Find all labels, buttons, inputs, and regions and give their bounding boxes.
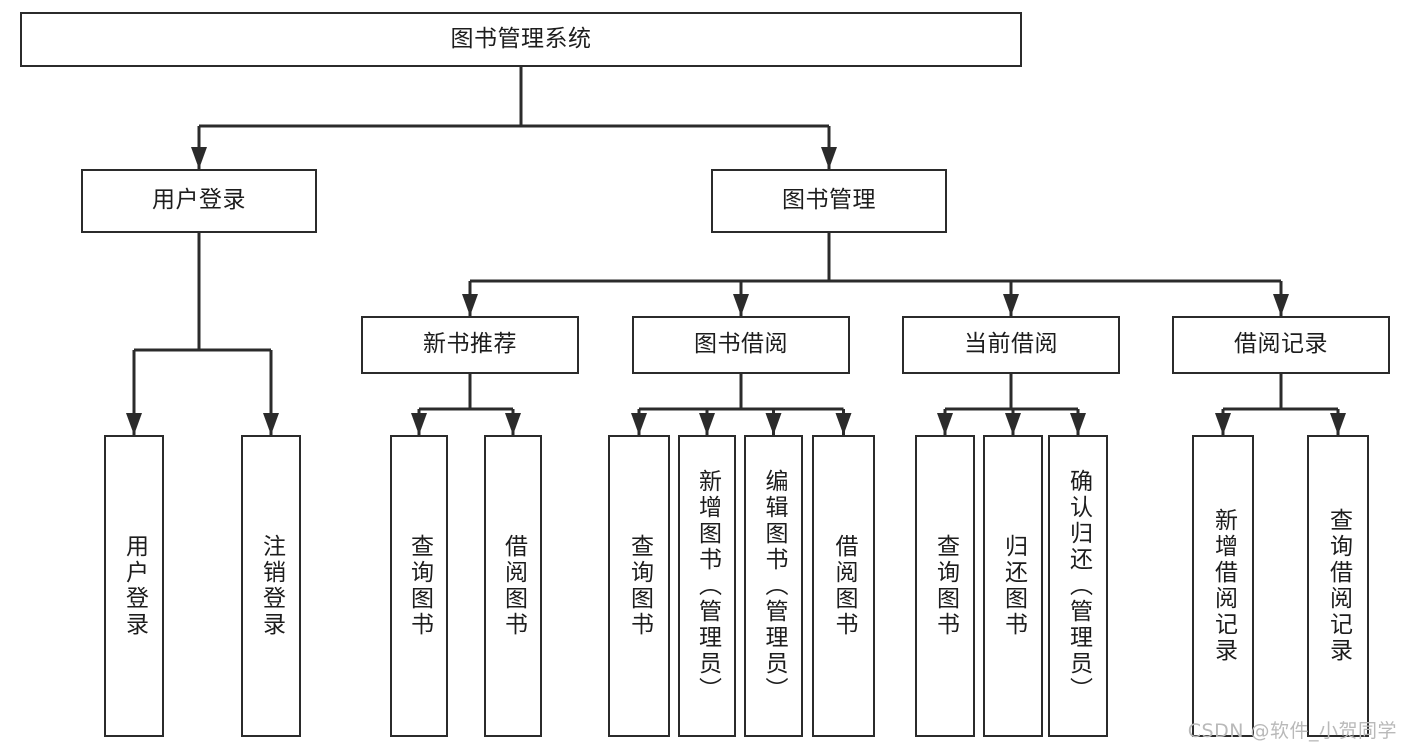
node-label-rec-query: 查询借阅记录 bbox=[1325, 508, 1352, 664]
node-label-cur-query: 查询图书 bbox=[932, 534, 959, 638]
arrowhead-icon-cur-query bbox=[937, 413, 953, 435]
arrowhead-icon-br-query bbox=[631, 413, 647, 435]
node-br-query[interactable]: 查询图书 bbox=[608, 435, 670, 737]
node-current[interactable]: 当前借阅 bbox=[902, 316, 1120, 374]
arrowhead-icon-rec-query bbox=[1330, 413, 1346, 435]
arrowhead-icon-new-borrow bbox=[505, 413, 521, 435]
node-records[interactable]: 借阅记录 bbox=[1172, 316, 1390, 374]
node-br-add[interactable]: 新增图书（管理员） bbox=[678, 435, 736, 737]
arrowhead-icon-new-query bbox=[411, 413, 427, 435]
node-new-query[interactable]: 查询图书 bbox=[390, 435, 448, 737]
arrowhead-icon-br-add bbox=[699, 413, 715, 435]
node-label-records: 借阅记录 bbox=[1234, 331, 1328, 358]
node-login[interactable]: 用户登录 bbox=[81, 169, 317, 233]
arrowhead-icon-login bbox=[191, 147, 207, 169]
node-label-borrow: 图书借阅 bbox=[694, 331, 788, 358]
node-cur-query[interactable]: 查询图书 bbox=[915, 435, 975, 737]
arrowhead-icon-current bbox=[1003, 294, 1019, 316]
node-label-new-query: 查询图书 bbox=[406, 534, 433, 638]
node-label-br-query: 查询图书 bbox=[626, 534, 653, 638]
node-root[interactable]: 图书管理系统 bbox=[20, 12, 1022, 67]
node-label-new-borrow: 借阅图书 bbox=[500, 534, 527, 638]
node-label-current: 当前借阅 bbox=[964, 331, 1058, 358]
arrowhead-icon-cur-return bbox=[1005, 413, 1021, 435]
arrowhead-icon-login-logout bbox=[263, 413, 279, 435]
node-label-newbook: 新书推荐 bbox=[423, 331, 517, 358]
arrowhead-icon-br-edit bbox=[765, 413, 782, 435]
node-label-login-user: 用户登录 bbox=[121, 534, 148, 638]
node-label-root: 图书管理系统 bbox=[450, 25, 592, 52]
node-cur-confirm[interactable]: 确认归还（管理员） bbox=[1048, 435, 1108, 737]
arrowhead-icon-rec-add bbox=[1215, 413, 1231, 435]
arrowhead-icon-bookmgmt bbox=[821, 147, 837, 169]
node-br-edit[interactable]: 编辑图书（管理员） bbox=[744, 435, 803, 737]
node-rec-add[interactable]: 新增借阅记录 bbox=[1192, 435, 1254, 737]
arrowhead-icon-newbook bbox=[462, 294, 478, 316]
node-login-logout[interactable]: 注销登录 bbox=[241, 435, 301, 737]
node-label-rec-add: 新增借阅记录 bbox=[1210, 508, 1237, 664]
arrowhead-icon-cur-confirm bbox=[1070, 413, 1086, 435]
node-new-borrow[interactable]: 借阅图书 bbox=[484, 435, 542, 737]
node-rec-query[interactable]: 查询借阅记录 bbox=[1307, 435, 1369, 737]
arrowhead-icon-borrow bbox=[733, 294, 749, 316]
node-newbook[interactable]: 新书推荐 bbox=[361, 316, 579, 374]
node-bookmgmt[interactable]: 图书管理 bbox=[711, 169, 947, 233]
node-label-cur-confirm: 确认归还（管理员） bbox=[1065, 469, 1092, 703]
node-login-user[interactable]: 用户登录 bbox=[104, 435, 164, 737]
arrowhead-icon-records bbox=[1273, 294, 1289, 316]
node-label-br-add: 新增图书（管理员） bbox=[694, 469, 721, 703]
node-br-lend[interactable]: 借阅图书 bbox=[812, 435, 875, 737]
node-label-bookmgmt: 图书管理 bbox=[782, 187, 876, 214]
node-label-br-edit: 编辑图书（管理员） bbox=[761, 469, 787, 703]
node-cur-return[interactable]: 归还图书 bbox=[983, 435, 1043, 737]
arrowhead-icon-login-user bbox=[126, 413, 142, 435]
arrowhead-icon-br-lend bbox=[835, 413, 852, 435]
node-label-br-lend: 借阅图书 bbox=[831, 534, 857, 638]
node-borrow[interactable]: 图书借阅 bbox=[632, 316, 850, 374]
node-label-login: 用户登录 bbox=[152, 187, 246, 214]
node-label-cur-return: 归还图书 bbox=[1000, 534, 1027, 638]
node-label-login-logout: 注销登录 bbox=[258, 534, 285, 638]
